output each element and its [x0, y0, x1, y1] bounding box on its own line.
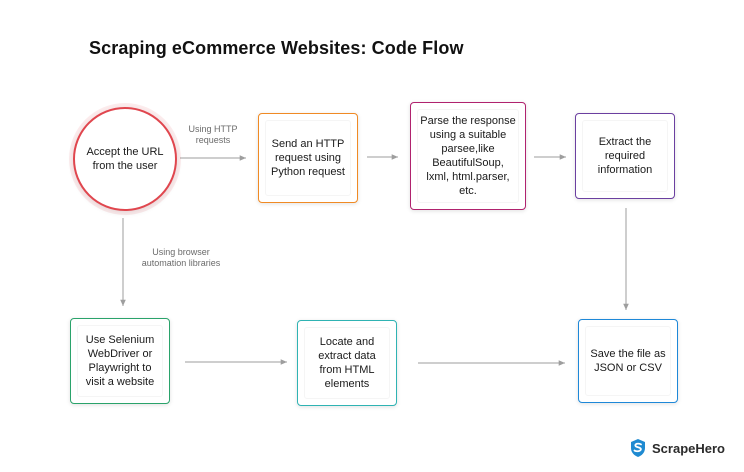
- node-accept-url-label: Accept the URL from the user: [86, 146, 164, 172]
- node-save-file-label: Save the file as JSON or CSV: [590, 348, 666, 374]
- node-accept-url: Accept the URL from the user: [73, 107, 177, 211]
- page-title: Scraping eCommerce Websites: Code Flow: [89, 38, 464, 58]
- node-save-file: Save the file as JSON or CSV: [578, 319, 678, 403]
- edge-label-browser: Using browser automation libraries: [141, 247, 221, 268]
- logo-text: ScrapeHero: [652, 440, 725, 456]
- scrapehero-logo: ScrapeHero: [629, 438, 725, 458]
- node-use-selenium: Use Selenium WebDriver or Playwright to …: [70, 318, 170, 404]
- node-use-selenium-label: Use Selenium WebDriver or Playwright to …: [85, 334, 155, 388]
- node-parse-response: Parse the response using a suitable pars…: [410, 102, 526, 210]
- edge-label-http: Using HTTP requests: [188, 124, 238, 145]
- node-extract-info: Extract the required information: [575, 113, 675, 199]
- node-send-http-label: Send an HTTP request using Python reques…: [271, 138, 345, 178]
- node-parse-response-label: Parse the response using a suitable pars…: [420, 115, 516, 197]
- shield-icon: [631, 439, 645, 457]
- node-locate-extract: Locate and extract data from HTML elemen…: [297, 320, 397, 406]
- node-locate-extract-label: Locate and extract data from HTML elemen…: [318, 336, 376, 390]
- node-extract-info-label: Extract the required information: [597, 136, 653, 176]
- node-send-http: Send an HTTP request using Python reques…: [258, 113, 358, 203]
